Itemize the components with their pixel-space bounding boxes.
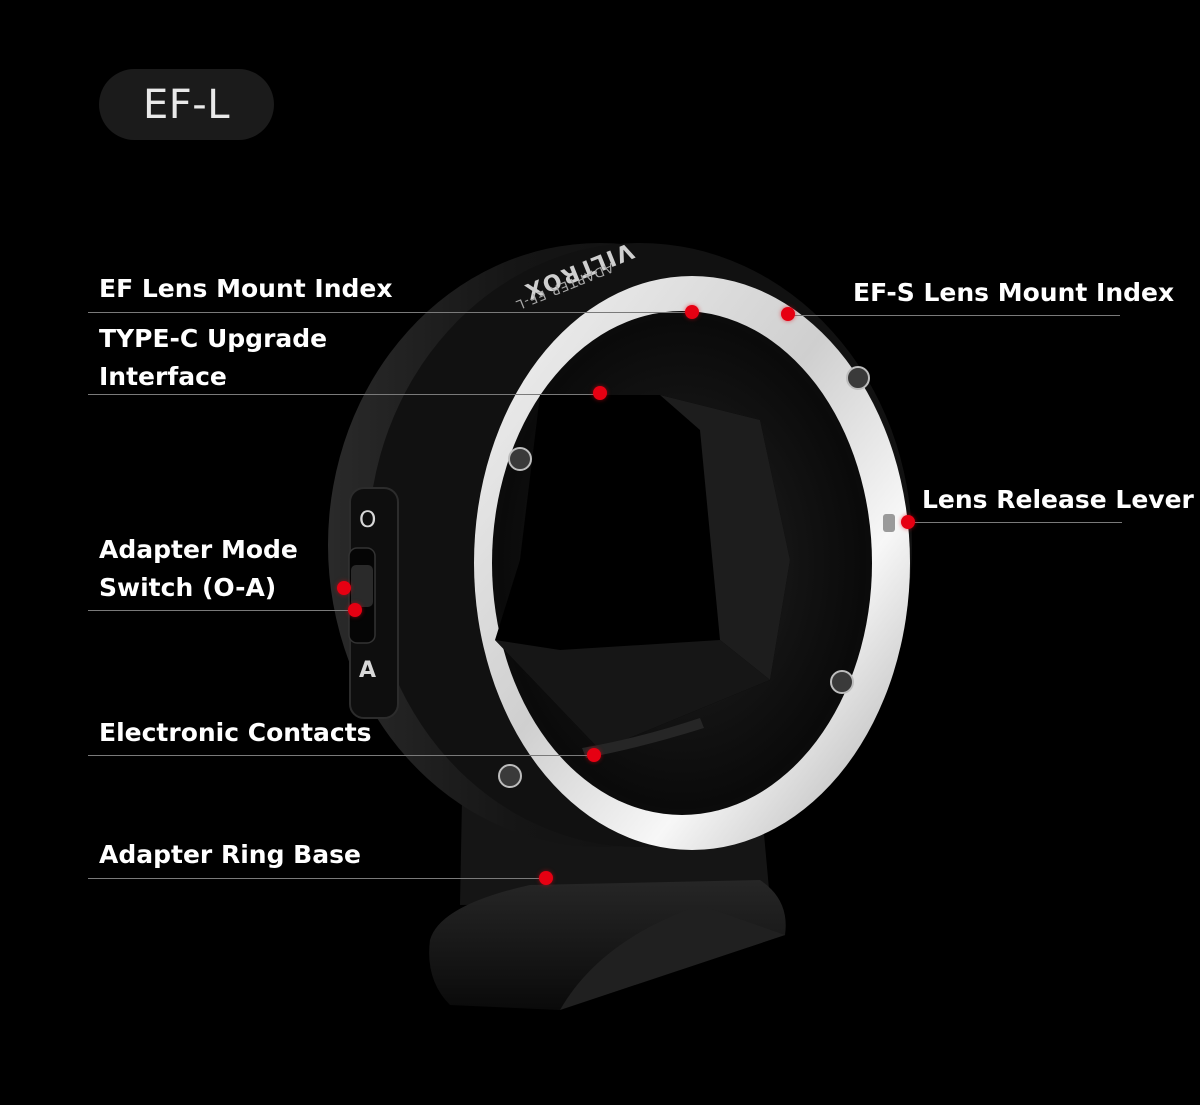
leader-type-c (88, 394, 600, 395)
model-badge-label: EF-L (143, 81, 230, 128)
model-badge: EF-L (99, 69, 274, 140)
pin-mode-switch-a (348, 603, 362, 617)
leader-mode-switch (88, 610, 354, 611)
release-lever-pin[interactable] (883, 514, 895, 532)
callout-mode-switch-line1: Adapter Mode (99, 535, 298, 564)
callout-electronic-contacts: Electronic Contacts (99, 718, 372, 747)
mount-ring (474, 276, 910, 850)
callout-adapter-ring-base: Adapter Ring Base (99, 840, 361, 869)
pin-efs-index (781, 307, 795, 321)
pin-mode-switch-o (337, 581, 351, 595)
mount-screw (498, 764, 522, 788)
pin-contacts (587, 748, 601, 762)
leader-release-lever (908, 522, 1122, 523)
pin-ring-base (539, 871, 553, 885)
callout-type-c-line1: TYPE-C Upgrade (99, 324, 328, 353)
leader-contacts (88, 755, 594, 756)
leader-ef-index (88, 312, 692, 313)
switch-label-a: A (359, 658, 377, 683)
callout-mode-switch-line2: Switch (O-A) (99, 573, 277, 602)
callout-ef-lens-mount-index: EF Lens Mount Index (99, 274, 393, 303)
mount-screw (508, 447, 532, 471)
callout-lens-release-lever: Lens Release Lever (922, 485, 1194, 514)
pin-release-lever (901, 515, 915, 529)
switch-label-o: O (359, 508, 377, 533)
mode-switch-knob[interactable] (351, 565, 373, 607)
callout-type-c-line2: Interface (99, 362, 227, 391)
pin-ef-index (685, 305, 699, 319)
callout-ef-s-lens-mount-index: EF-S Lens Mount Index (853, 278, 1175, 307)
mount-screw (830, 670, 854, 694)
pin-type-c (593, 386, 607, 400)
leader-efs-index (788, 315, 1120, 316)
leader-ring-base (88, 878, 546, 879)
mount-screw (846, 366, 870, 390)
